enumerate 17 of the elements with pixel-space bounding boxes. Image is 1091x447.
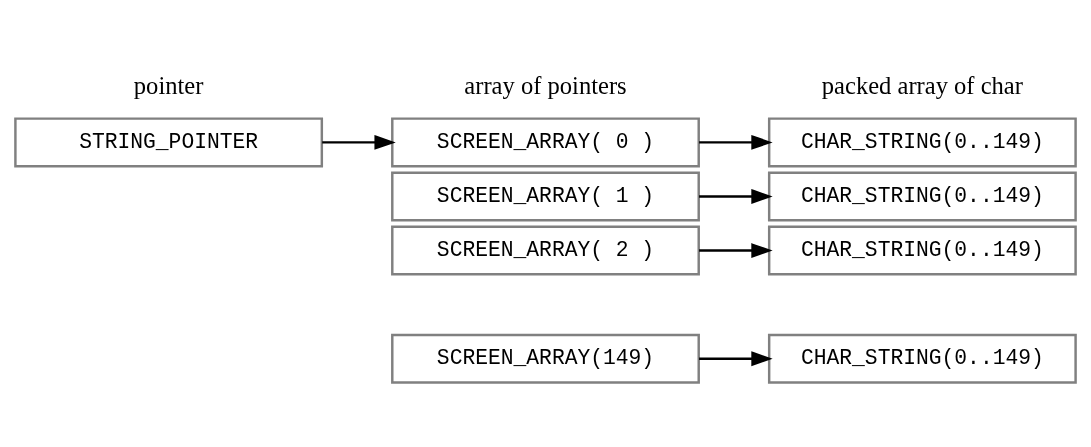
label: packed array of char [821, 72, 1023, 100]
node-box: STRING_POINTER [14, 117, 324, 168]
node-box: SCREEN_ARRAY( 0 ) [391, 117, 700, 168]
node-box: CHAR_STRING(0..149) [767, 171, 1077, 222]
label: pointer [133, 72, 204, 100]
arrow [699, 243, 773, 258]
arrow [699, 351, 773, 367]
arrow [699, 189, 773, 204]
arrow [699, 134, 773, 150]
node-box: CHAR_STRING(0..149) [767, 117, 1077, 168]
arrow [322, 134, 396, 150]
node-box: CHAR_STRING(0..149) [767, 333, 1077, 384]
node-box: SCREEN_ARRAY( 1 ) [391, 171, 700, 222]
node-box: SCREEN_ARRAY(149) [391, 333, 700, 384]
label: array of pointers [464, 72, 627, 100]
node-box: CHAR_STRING(0..149) [767, 225, 1077, 276]
node-box: SCREEN_ARRAY( 2 ) [391, 225, 700, 276]
